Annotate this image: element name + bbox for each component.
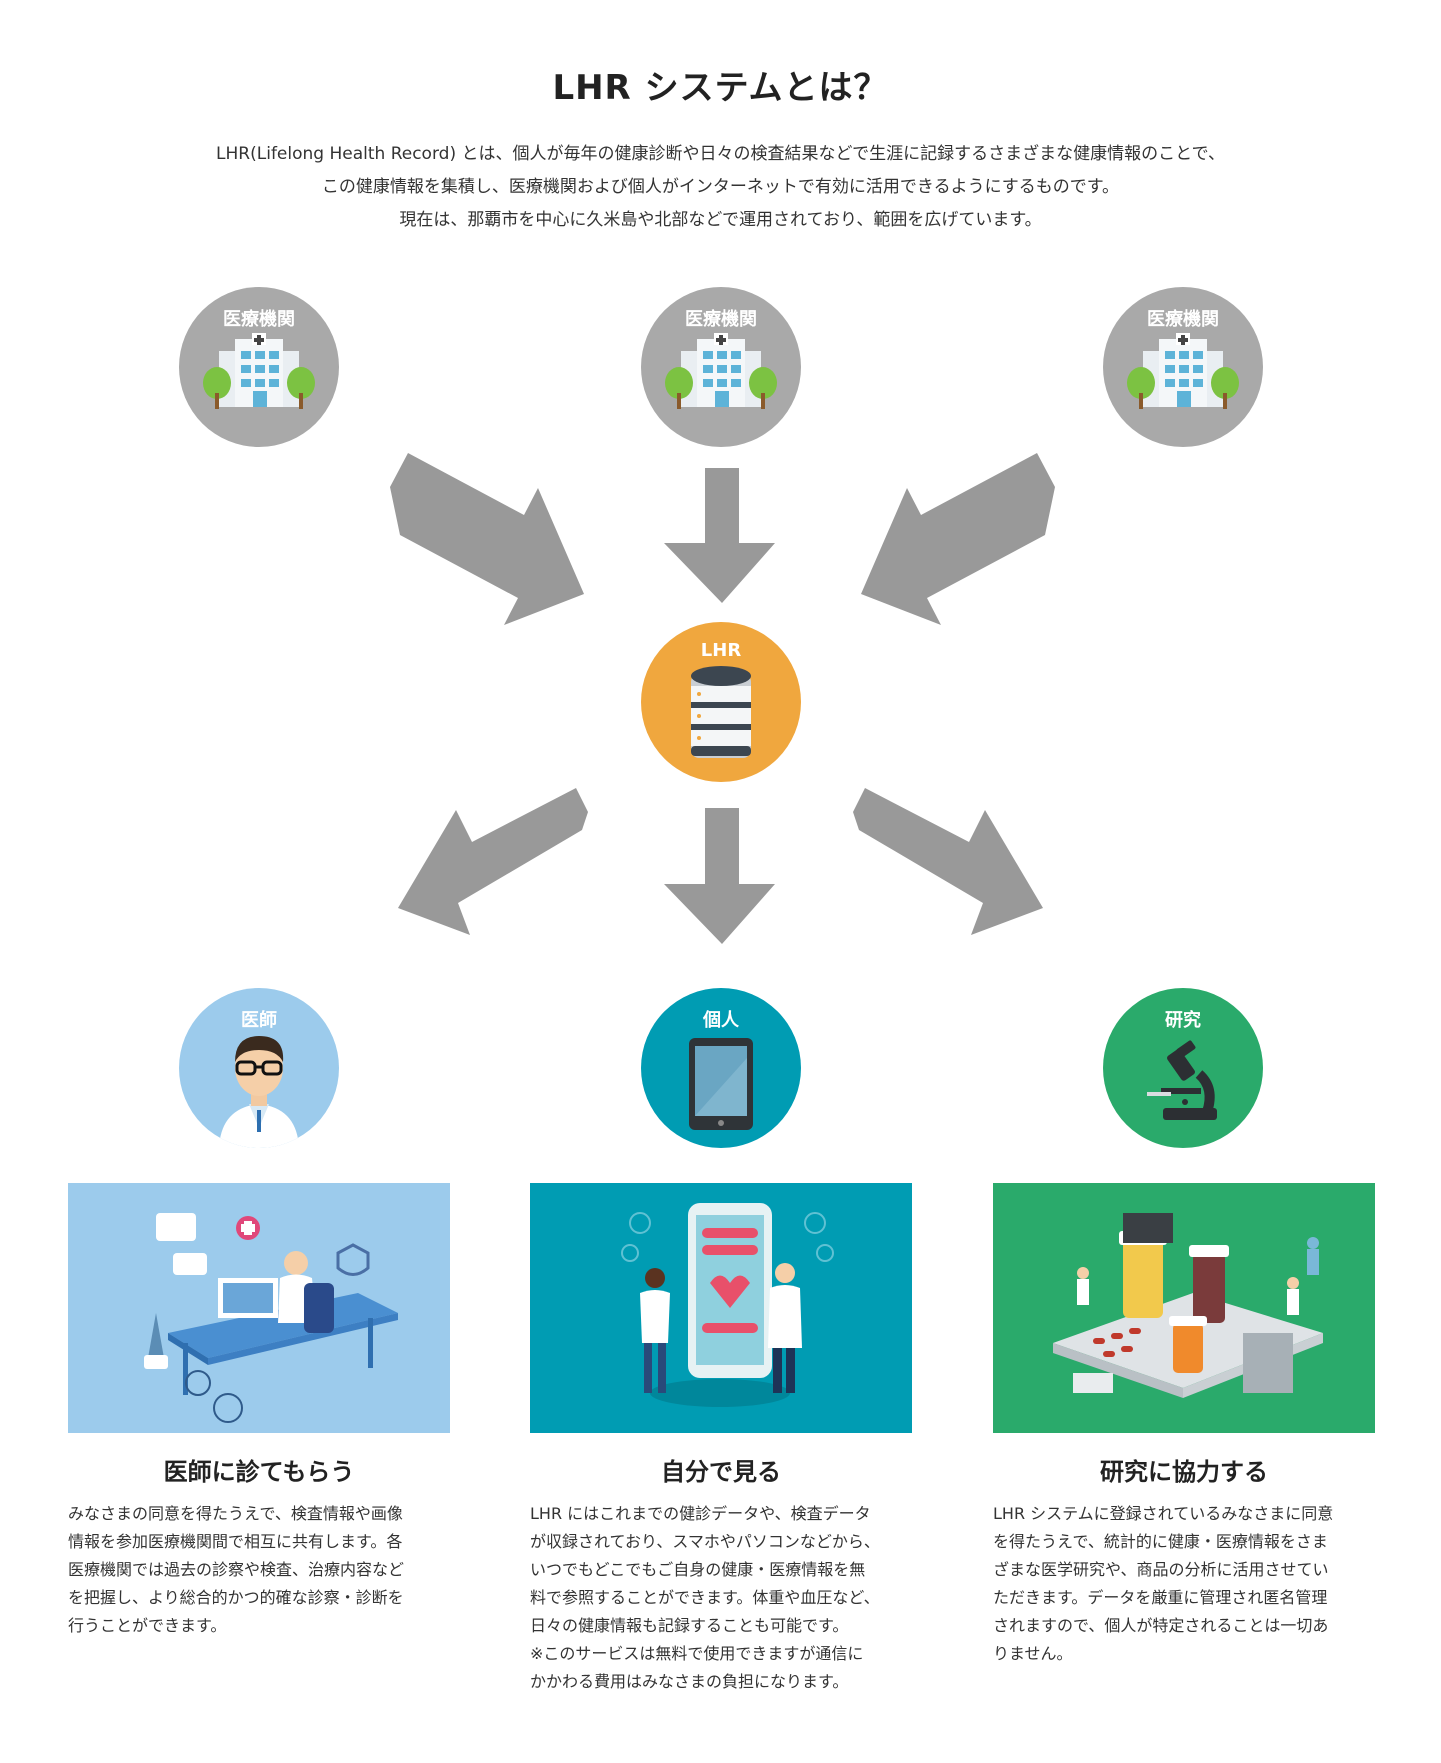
body-line: LHR にはこれまでの健診データや、検査データ (530, 1504, 871, 1523)
target-label: 研究 (1165, 1010, 1201, 1031)
body-line: みなさまの同意を得たうえで、検査情報や画像 (68, 1504, 403, 1523)
source-hospital-3: 医療機関 (1103, 287, 1263, 447)
target-person: 個人 (641, 988, 801, 1148)
body-line: を得たうえで、統計的に健康・医療情報をさま (993, 1532, 1328, 1551)
body-line: 日々の健康情報も記録することも可能です。 (530, 1616, 849, 1635)
hospital-icon (203, 333, 315, 409)
section-title-doctor: 医師に診てもらう (163, 1458, 355, 1486)
person-illustration (530, 1183, 912, 1433)
body-line: ざまな医学研究や、商品の分析に活用させてい (993, 1560, 1329, 1579)
source-label: 医療機関 (685, 309, 757, 330)
intro-line: 現在は、那覇市を中心に久米島や北部などで運用されており、範囲を広げています。 (399, 210, 1042, 230)
intro-line: この健康情報を集積し、医療機関および個人がインターネットで有効に活用できるように… (321, 177, 1120, 197)
body-line: を把握し、より総合的かつ的確な診察・診断を (68, 1588, 404, 1607)
body-line: ※このサービスは無料で使用できますが通信に (530, 1644, 864, 1663)
research-illustration (993, 1183, 1375, 1433)
database-icon (691, 666, 751, 758)
source-hospital-2: 医療機関 (641, 287, 801, 447)
arrow-left-to-hub (390, 453, 584, 625)
source-label: 医療機関 (223, 309, 295, 330)
arrow-hub-to-person (664, 808, 775, 944)
section-body-research: LHR システムに登録されているみなさまに同意 を得たうえで、統計的に健康・医療… (993, 1500, 1375, 1668)
body-line: りません。 (993, 1644, 1073, 1663)
body-line: 医療機関では過去の診察や検査、治療内容など (68, 1560, 405, 1579)
target-doctor: 医師 (179, 988, 339, 1148)
microscope-icon (1147, 1040, 1217, 1120)
target-label: 医師 (241, 1010, 277, 1031)
lhr-hub: LHR (641, 622, 801, 782)
arrow-right-to-hub (861, 453, 1055, 625)
intro-line: LHR(Lifelong Health Record) とは、個人が毎年の健康診… (216, 144, 1225, 164)
body-line: LHR システムに登録されているみなさまに同意 (993, 1504, 1334, 1523)
body-line: かかわる費用はみなさまの負担になります。 (530, 1672, 849, 1691)
body-line: が収録されており、スマホやパソコンなどから、 (530, 1532, 880, 1551)
body-line: 情報を参加医療機関間で相互に共有します。各 (68, 1532, 403, 1551)
body-line: 料で参照することができます。体重や血圧など、 (530, 1588, 880, 1607)
tablet-icon (689, 1038, 753, 1130)
section-body-doctor: みなさまの同意を得たうえで、検査情報や画像 情報を参加医療機関間で相互に共有しま… (68, 1500, 450, 1640)
hub-label: LHR (700, 640, 742, 661)
hospital-icon (1127, 333, 1239, 409)
page-title: LHR システムとは？ (552, 68, 889, 108)
body-line: 行うことができます。 (68, 1616, 227, 1635)
section-body-self: LHR にはこれまでの健診データや、検査データ が収録されており、スマホやパソコ… (530, 1500, 912, 1696)
arrow-hub-to-research (853, 788, 1043, 935)
section-title-self: 自分で見る (661, 1458, 781, 1486)
body-line: されますので、個人が特定されることは一切あ (993, 1616, 1329, 1635)
intro-text: LHR(Lifelong Health Record) とは、個人が毎年の健康診… (0, 138, 1441, 237)
doctor-icon (219, 1036, 299, 1148)
source-hospital-1: 医療機関 (179, 287, 339, 447)
hospital-icon (665, 333, 777, 409)
doctor-illustration (68, 1183, 450, 1433)
body-line: ただきます。データを厳重に管理され匿名管理 (993, 1588, 1328, 1607)
target-label: 個人 (703, 1010, 739, 1031)
body-line: いつでもどこでもご自身の健康・医療情報を無 (530, 1560, 866, 1579)
target-research: 研究 (1103, 988, 1263, 1148)
source-label: 医療機関 (1147, 309, 1219, 330)
arrow-center-to-hub (664, 468, 775, 603)
arrow-hub-to-doctor (398, 788, 588, 935)
section-title-research: 研究に協力する (1100, 1458, 1268, 1486)
